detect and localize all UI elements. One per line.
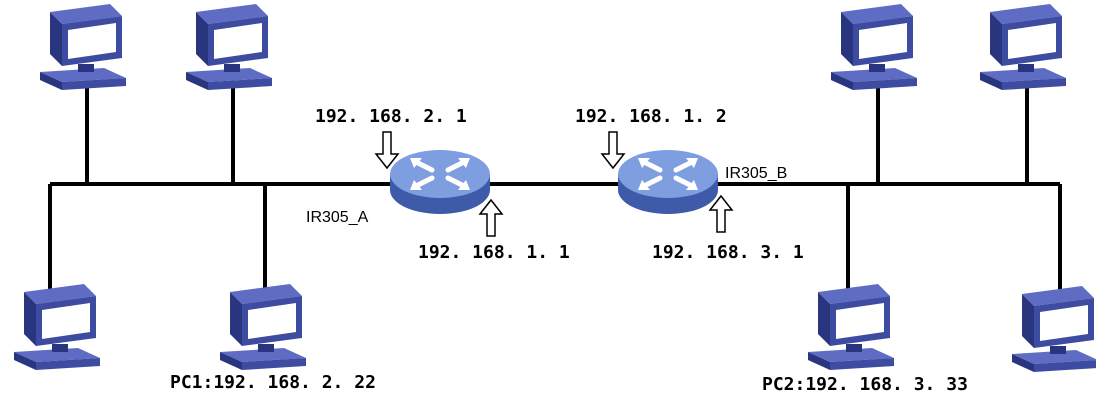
pc-bottom-right-icon (1012, 286, 1096, 372)
router-b-lan-ip: 192. 168. 3. 1 (652, 242, 804, 263)
pc-top-right-2-icon (980, 4, 1066, 90)
pc2-label: PC2:192. 168. 3. 33 (762, 374, 968, 394)
router-b-name: IR305_B (725, 165, 787, 182)
router-a-name: IR305_A (306, 209, 369, 226)
interface-arrows (374, 131, 734, 237)
arrow-router-a-lan-icon (374, 131, 400, 170)
pc-top-left-2-icon (186, 4, 272, 90)
arrow-router-a-wan-icon (478, 198, 504, 237)
pc1-icon (220, 284, 306, 370)
pc2-icon (808, 284, 894, 370)
arrow-router-b-lan-icon (708, 194, 734, 233)
router-a-wan-ip: 192. 168. 1. 1 (418, 242, 570, 263)
router-b-wan-ip: 192. 168. 1. 2 (575, 106, 727, 127)
router-a-icon (390, 150, 490, 214)
pc-bottom-left-icon (14, 284, 100, 370)
arrow-router-b-wan-icon (600, 131, 626, 170)
pc1-label: PC1:192. 168. 2. 22 (170, 372, 376, 393)
pc-top-right-1-icon (831, 4, 917, 90)
pc-top-left-1-icon (40, 4, 126, 90)
router-b-icon (618, 150, 718, 214)
router-a-lan-ip: 192. 168. 2. 1 (315, 106, 467, 127)
network-wires (48, 86, 1062, 292)
